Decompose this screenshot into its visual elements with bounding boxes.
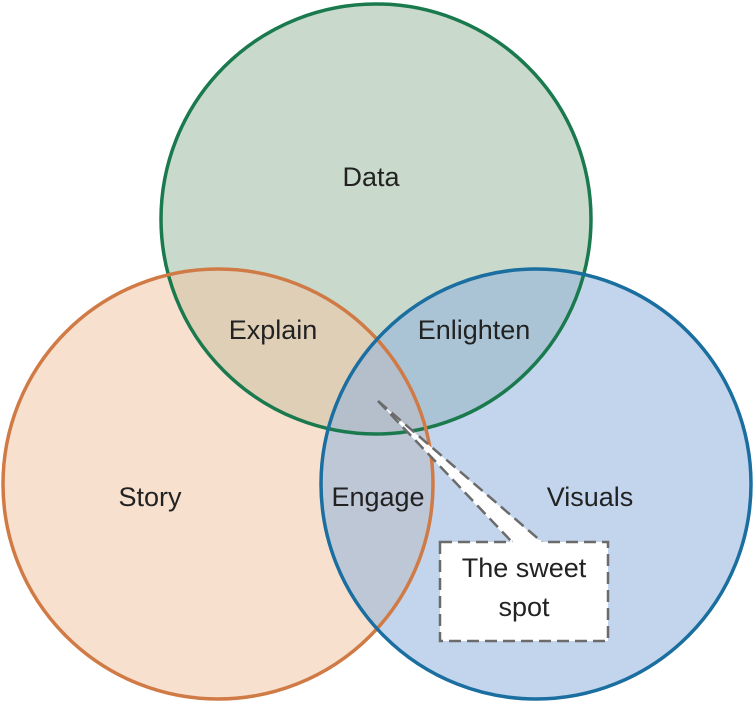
callout-text-line1: The sweet [462, 553, 587, 583]
circle-visuals [321, 269, 751, 699]
circle-story [3, 269, 433, 699]
label-visuals: Visuals [547, 482, 634, 512]
circle-visuals-outline [319, 267, 753, 701]
label-explain: Explain [229, 315, 318, 345]
label-engage: Engage [331, 482, 424, 512]
callout-pointer-base [511, 540, 543, 545]
callout-box [438, 540, 610, 643]
label-enlighten: Enlighten [418, 315, 531, 345]
circle-story-outline [1, 267, 435, 701]
callout-pointer-edge-right [377, 400, 543, 543]
circle-data-outline [159, 2, 593, 436]
callout-pointer-edge-left [377, 400, 513, 543]
callout-text-line2: spot [498, 592, 550, 622]
label-data: Data [342, 162, 400, 192]
label-story: Story [118, 482, 182, 512]
